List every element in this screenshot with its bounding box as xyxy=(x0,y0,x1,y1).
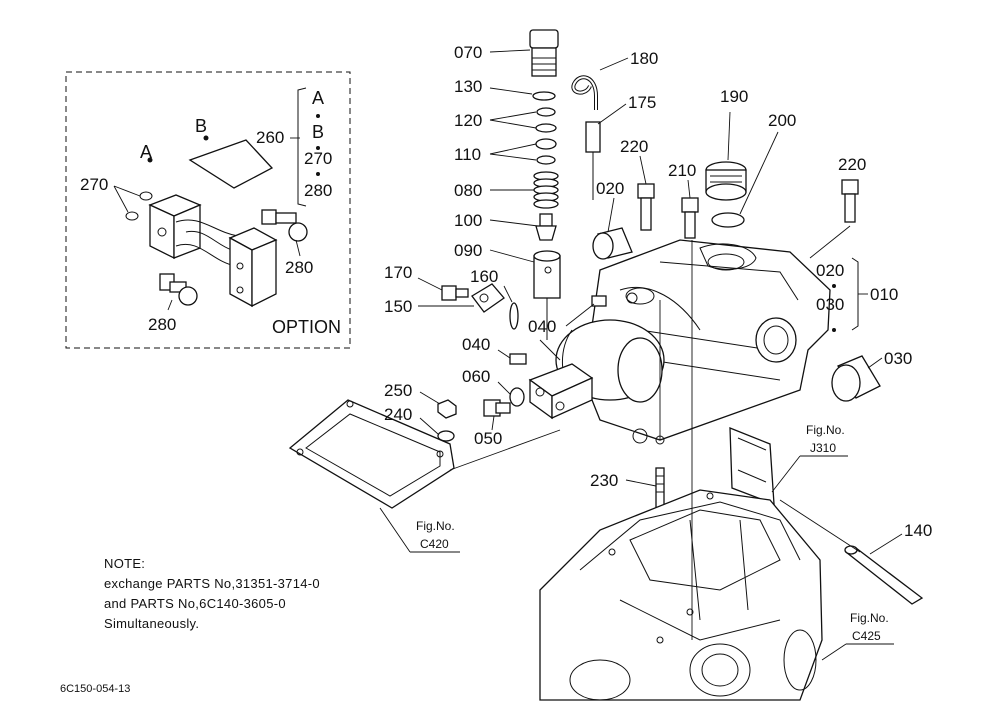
bolt-210 xyxy=(681,197,699,239)
label-250: 250 xyxy=(384,381,412,400)
svg-text:Fig.No.: Fig.No. xyxy=(416,519,455,533)
figref-c425: Fig.No. C425 xyxy=(821,611,894,661)
figref-j310: Fig.No. J310 xyxy=(771,423,848,493)
svg-text:270: 270 xyxy=(304,149,332,168)
svg-text:C420: C420 xyxy=(420,537,449,551)
svg-text:Fig.No.: Fig.No. xyxy=(850,611,889,625)
label-060: 060 xyxy=(462,367,490,386)
option-label-a: A xyxy=(140,142,152,162)
fitting-040-upper xyxy=(591,295,607,307)
label-030-bracket: 030 xyxy=(816,295,844,314)
label-040-upper: 040 xyxy=(528,317,556,336)
svg-text:J310: J310 xyxy=(810,441,836,455)
note-line-3: Simultaneously. xyxy=(104,616,200,631)
label-050: 050 xyxy=(474,429,502,448)
o-ring-200 xyxy=(711,212,745,228)
label-140: 140 xyxy=(904,521,932,540)
o-ring-270-b xyxy=(125,211,139,221)
option-block-a xyxy=(148,194,278,308)
bolt-170 xyxy=(441,285,469,301)
svg-text:Fig.No.: Fig.No. xyxy=(806,423,845,437)
label-160: 160 xyxy=(470,267,498,286)
washer-240 xyxy=(437,430,455,442)
label-210: 210 xyxy=(668,161,696,180)
label-190: 190 xyxy=(720,87,748,106)
label-010: 010 xyxy=(870,285,898,304)
guide-lines xyxy=(449,225,861,640)
label-080: 080 xyxy=(454,181,482,200)
label-280-a: 280 xyxy=(285,258,313,277)
svg-text:A: A xyxy=(312,88,324,108)
option-label-b: B xyxy=(195,116,207,136)
option-box: OPTION B A 270 xyxy=(65,71,351,349)
svg-text:C425: C425 xyxy=(852,629,881,643)
label-170: 170 xyxy=(384,263,412,282)
ring-160 xyxy=(509,302,519,330)
valve-stack xyxy=(529,29,561,340)
label-110: 110 xyxy=(454,145,481,164)
option-bolt-lower xyxy=(159,273,198,306)
plate-150 xyxy=(471,283,505,313)
gasket-plate-c420 xyxy=(288,399,455,509)
option-bracket: A B 270 280 xyxy=(297,87,332,207)
bolt-220-left xyxy=(637,183,655,231)
plug-050 xyxy=(483,399,511,417)
port-block-060 xyxy=(528,363,594,420)
label-230: 230 xyxy=(590,471,618,490)
o-ring-270-a xyxy=(139,191,153,201)
option-title: OPTION xyxy=(272,317,341,337)
label-040-lower: 040 xyxy=(462,335,490,354)
bushing-030-right xyxy=(831,355,881,402)
label-020-bracket: 020 xyxy=(816,261,844,280)
gasket-b xyxy=(188,139,274,189)
label-260: 260 xyxy=(256,128,284,147)
bolt-220-right xyxy=(841,179,859,223)
label-270: 270 xyxy=(80,175,108,194)
label-130: 130 xyxy=(454,77,482,96)
note-line-1: exchange PARTS No,31351-3714-0 xyxy=(104,576,320,591)
label-220-left: 220 xyxy=(620,137,648,156)
label-280-b: 280 xyxy=(148,315,176,334)
svg-text:B: B xyxy=(312,122,324,142)
bushing-020-upper xyxy=(592,227,633,260)
label-020-upper: 020 xyxy=(596,179,624,198)
label-090: 090 xyxy=(454,241,482,260)
label-180: 180 xyxy=(630,49,658,68)
label-100: 100 xyxy=(454,211,482,230)
label-120: 120 xyxy=(454,111,482,130)
label-030: 030 xyxy=(884,349,912,368)
shaft-140 xyxy=(844,545,924,605)
note-line-2: and PARTS No,6C140-3605-0 xyxy=(104,596,286,611)
fitting-040-lower xyxy=(509,353,527,365)
figref-c420: Fig.No. C420 xyxy=(379,507,460,553)
nut-250 xyxy=(437,399,457,419)
part-labels: 070 180 130 175 120 110 080 100 090 190 … xyxy=(384,43,932,555)
footer-code: 6C150-054-13 xyxy=(60,683,131,695)
label-150: 150 xyxy=(384,297,412,316)
cap-190 xyxy=(705,161,747,201)
svg-text:280: 280 xyxy=(304,181,332,200)
note-heading: NOTE: xyxy=(104,556,146,571)
label-200: 200 xyxy=(768,111,796,130)
label-220-right: 220 xyxy=(838,155,866,174)
washer-060 xyxy=(509,387,525,407)
gasket-j310 xyxy=(729,427,775,505)
tube-175 xyxy=(585,121,601,153)
label-240: 240 xyxy=(384,405,412,424)
transmission-case xyxy=(539,489,823,701)
label-070: 070 xyxy=(454,43,482,62)
label-175: 175 xyxy=(628,93,656,112)
option-bolt-upper xyxy=(261,209,308,242)
